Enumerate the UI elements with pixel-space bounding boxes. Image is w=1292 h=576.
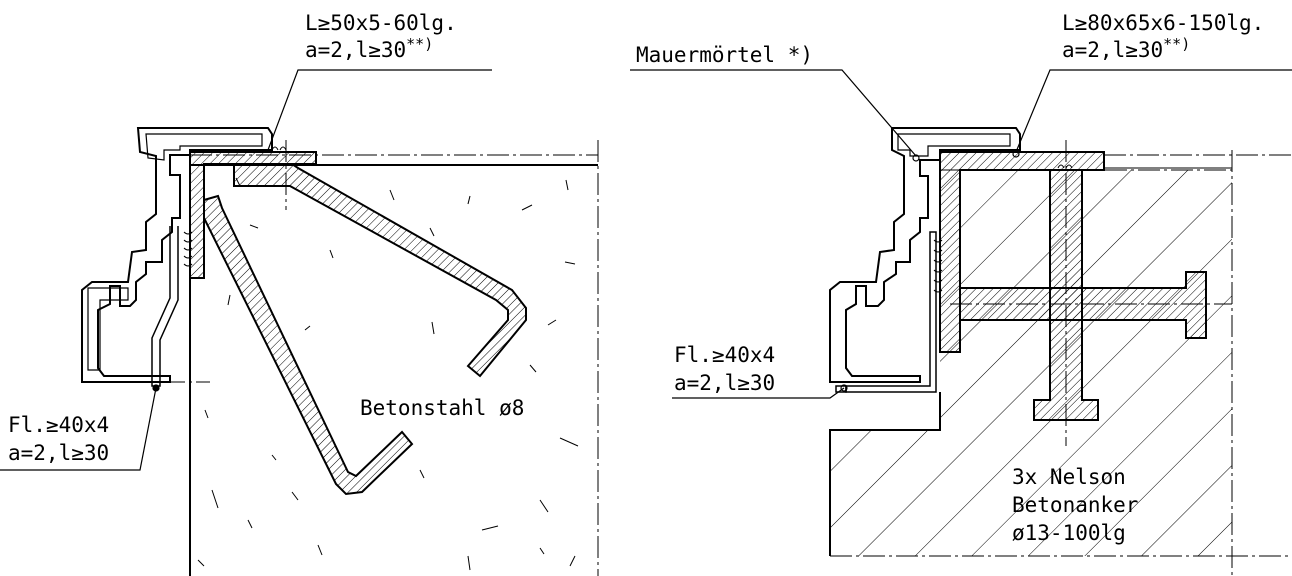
right-anchor-label-line2: Betonanker (1012, 493, 1138, 517)
left-angle-steel (189, 151, 317, 279)
left-detail: L≥50x5-60lg. a=2,l≥30**) Fl.≥40x4 a=2,l≥… (0, 11, 599, 576)
right-anchor-label-line3: ø13-100lg (1012, 521, 1126, 545)
left-frame-profile (81, 127, 273, 383)
right-frame-profile (829, 127, 1021, 383)
right-angle-label-note: **) (1163, 35, 1190, 53)
left-flat-label-line2: a=2,l≥30 (8, 441, 109, 465)
right-flat-label-line1: Fl.≥40x4 (674, 343, 775, 367)
right-angle-steel (939, 151, 1105, 353)
left-leader-lines (0, 69, 492, 471)
left-weld-marks (183, 146, 287, 267)
right-center-lines (950, 140, 1232, 446)
left-rebar-lower (203, 194, 414, 496)
left-rebar-upper (233, 163, 527, 378)
left-flat-label-line1: Fl.≥40x4 (8, 413, 109, 437)
right-angle-label-line2: a=2,l≥30**) (1062, 35, 1190, 62)
left-center-lines (130, 140, 287, 383)
left-rebar-label: Betonstahl ø8 (360, 396, 524, 420)
left-angle-label-line1: L≥50x5-60lg. (305, 11, 457, 35)
left-angle-label-line2: a=2,l≥30**) (305, 35, 433, 62)
right-flat-bar (835, 231, 937, 393)
right-angle-label-line1: L≥80x65x6-150lg. (1062, 11, 1264, 35)
right-anchor-label-line1: 3x Nelson (1012, 465, 1126, 489)
right-detail: Mauermörtel *) L≥80x65x6-150lg. a=2,l≥30… (630, 11, 1292, 576)
left-angle-label-note: **) (406, 35, 433, 53)
right-nelson-anchors (959, 169, 1207, 421)
right-weld-marks (933, 164, 1073, 293)
right-flat-label-line2: a=2,l≥30 (674, 371, 775, 395)
right-leader-lines (630, 69, 1292, 399)
left-flat-bar (151, 226, 179, 387)
right-mortar-strip (1104, 154, 1292, 169)
left-concrete-wall (189, 140, 599, 576)
right-mortar-label: Mauermörtel *) (636, 43, 813, 67)
